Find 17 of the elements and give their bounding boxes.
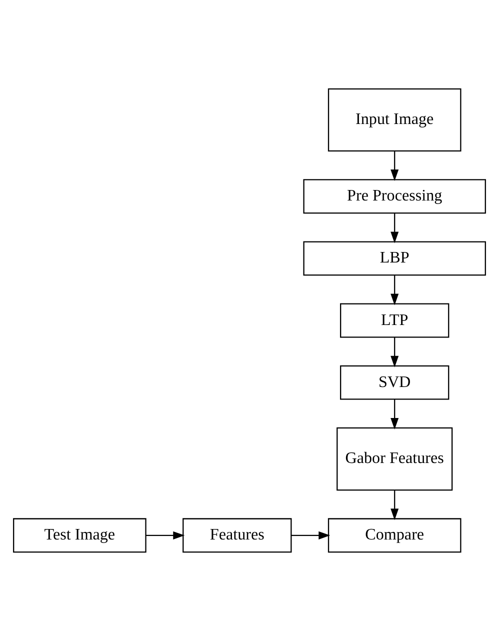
node-box: Test Image	[12, 518, 146, 552]
node-box: Gabor Features	[336, 426, 452, 490]
node-box: Features	[182, 518, 292, 552]
arrow	[390, 150, 398, 181]
arrow	[390, 212, 398, 243]
node-box: SVD	[340, 364, 449, 400]
arrow	[145, 530, 184, 539]
node-box: LTP	[340, 302, 449, 338]
node-box: Pre Processing	[302, 178, 486, 214]
arrow	[390, 490, 398, 520]
arrow	[290, 530, 330, 539]
node-box: Compare	[327, 518, 461, 552]
node-box: LBP	[302, 240, 486, 276]
arrow	[390, 398, 398, 430]
node-box: Input Image	[327, 88, 461, 152]
arrow	[390, 274, 398, 305]
arrow	[390, 336, 398, 367]
